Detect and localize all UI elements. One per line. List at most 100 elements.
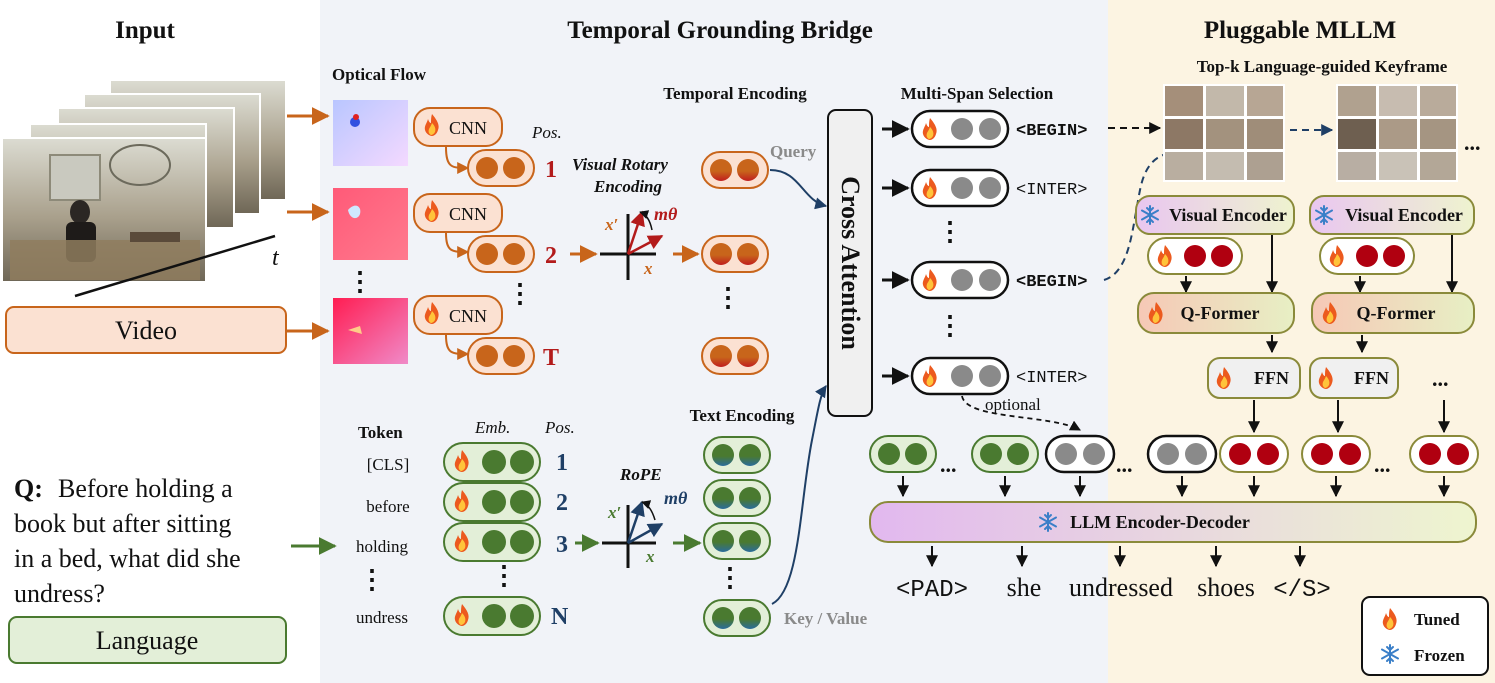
llm-input-span-token-1 — [1044, 434, 1116, 474]
video-box — [5, 306, 287, 354]
token-header: Token — [358, 423, 403, 442]
legend — [1361, 596, 1489, 676]
legend-frozen: Frozen — [1414, 646, 1465, 665]
cross-attention-label: Cross Attention — [836, 176, 865, 350]
question-line-4: undress? — [14, 579, 105, 608]
visual-axis-x: x — [643, 259, 653, 278]
output-token-5: </S> — [1273, 577, 1331, 604]
rope-axis-xprime: x′ — [607, 503, 621, 522]
text-emb-3 — [443, 522, 541, 562]
mllm-title: Pluggable MLLM — [1204, 17, 1396, 44]
token-word-4: undress — [356, 608, 408, 627]
span-token-2: <INTER> — [1016, 181, 1087, 200]
visual-token-3 — [467, 337, 535, 375]
key-value-label: Key / Value — [784, 609, 868, 628]
question-line-1: Before holding a — [58, 474, 233, 503]
svg-text:CNN: CNN — [449, 306, 487, 326]
rope-axes — [602, 500, 664, 568]
flow-image-3 — [333, 298, 408, 364]
arrow-optional — [961, 395, 1081, 431]
span-token-4: <INTER> — [1016, 369, 1087, 388]
keyframe-more: ... — [1464, 130, 1481, 155]
temporal-token-2 — [701, 235, 769, 273]
llm-input-span-token-2 — [1146, 434, 1218, 474]
token-word-ellipsis: ⋮ — [359, 565, 385, 594]
text-emb-2 — [443, 482, 541, 522]
rope-axis-x: x — [645, 547, 655, 566]
llm-label: LLM Encoder-Decoder — [1070, 512, 1250, 532]
question-line-2: book but after sitting — [14, 509, 231, 538]
llm-input-visual-token-2 — [1301, 435, 1371, 473]
arrow-query-to-attention — [769, 169, 828, 210]
arrow-cnn-token-2 — [445, 232, 470, 258]
cnn-block-2: CNN — [413, 193, 503, 233]
visual-rotary-label-2: Encoding — [593, 177, 663, 196]
visual-pos-header: Pos. — [531, 123, 562, 142]
keyframe-grid-1 — [1163, 84, 1285, 182]
token-word-2: before — [366, 497, 409, 516]
output-token-3: undressed — [1069, 573, 1173, 602]
visual-pos-2: 2 — [545, 243, 557, 269]
arrow-cnn-token-3 — [445, 334, 470, 360]
llm-input-text-token-2 — [971, 435, 1039, 473]
time-axis-line — [74, 234, 276, 298]
svg-text:CNN: CNN — [449, 118, 487, 138]
input-title: Input — [115, 17, 175, 44]
arrow-cnn-token-1 — [445, 146, 470, 174]
span-row-1 — [882, 109, 1010, 149]
q-former-1: Q-Former — [1137, 292, 1295, 334]
llm-input-dots-1: ... — [940, 452, 957, 477]
optical-flow-title: Optical Flow — [332, 65, 427, 84]
svg-text:CNN: CNN — [449, 204, 487, 224]
visual-token-1 — [467, 149, 535, 187]
svg-text:Q-Former: Q-Former — [1181, 303, 1260, 323]
cross-attention-box — [827, 109, 873, 417]
temporal-token-3 — [701, 337, 769, 375]
question-line-3: in a bed, what did she — [14, 544, 241, 573]
span-row-4 — [882, 356, 1010, 396]
llm-input-dots-2: ... — [1116, 452, 1133, 477]
text-enc-2 — [703, 479, 771, 517]
arrow-begin2-to-keyframe — [1103, 151, 1183, 281]
flow-image-2 — [333, 188, 408, 260]
text-emb-1 — [443, 442, 541, 482]
visual-rotary-label-1: Visual Rotary — [572, 155, 668, 174]
visual-encoder-1: Visual Encoder — [1135, 195, 1295, 235]
q-former-2: Q-Former — [1311, 292, 1475, 334]
ffn-1: FFN — [1207, 357, 1301, 399]
ffn-more: ... — [1432, 366, 1449, 391]
temporal-token-1 — [701, 151, 769, 189]
visual-pos-1: 1 — [545, 157, 557, 183]
emb-header: Emb. — [474, 418, 510, 437]
token-word-3: holding — [356, 537, 408, 556]
visual-token-ellipsis: ⋮ — [507, 279, 533, 308]
llm-input-text-token-1 — [869, 435, 937, 473]
visual-m-theta: mθ — [654, 204, 678, 224]
text-pos-2: 2 — [556, 490, 568, 516]
ffn-2: FFN — [1309, 357, 1399, 399]
svg-text:Q-Former: Q-Former — [1357, 303, 1436, 323]
cnn-block-3: CNN — [413, 295, 503, 335]
span-ellipsis-1: ⋮ — [937, 217, 963, 246]
text-encoding-title: Text Encoding — [690, 406, 795, 425]
text-enc-1 — [703, 436, 771, 474]
llm-box — [869, 501, 1477, 543]
keyframe-title: Top-k Language-guided Keyframe — [1197, 57, 1448, 76]
rope-m-theta: mθ — [664, 488, 688, 508]
output-token-4: shoes — [1197, 573, 1255, 602]
cnn-block-1: CNN — [413, 107, 503, 147]
video-frame-stack — [1, 79, 287, 283]
legend-tuned: Tuned — [1414, 610, 1460, 629]
text-enc-4 — [703, 599, 771, 637]
visual-feature-token-2 — [1319, 237, 1415, 275]
arrows-from-llm — [926, 546, 1306, 568]
time-axis-label: t — [272, 245, 280, 271]
arrows-to-llm — [897, 476, 1450, 498]
text-pos-header: Pos. — [544, 418, 575, 437]
svg-text:Visual Encoder: Visual Encoder — [1169, 205, 1287, 225]
text-emb-4 — [443, 596, 541, 636]
language-label: Language — [96, 626, 199, 655]
question-prefix: Q: — [14, 474, 43, 503]
